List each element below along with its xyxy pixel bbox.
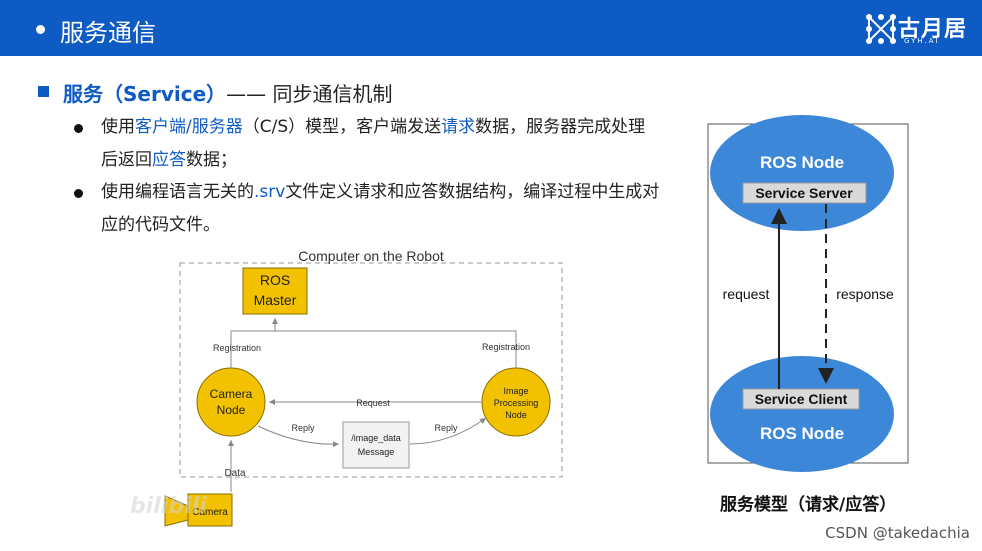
bullet-1-seg-6: 应答 <box>152 150 186 170</box>
section-title-prefix: 服务（Service） <box>63 82 227 106</box>
message-box <box>342 421 410 469</box>
reply-label-right: Reply <box>434 423 458 433</box>
ros-master-box <box>242 267 308 315</box>
response-label: response <box>836 286 894 302</box>
bottom-ros-node <box>710 356 894 472</box>
bullet-1-seg-1: 使用 <box>101 117 135 137</box>
request-label: request <box>723 286 770 302</box>
ros-master-label-2: Master <box>254 292 297 308</box>
section-title: 服务（Service）—— 同步通信机制 <box>63 78 393 107</box>
bullet-text-1: 使用客户端/服务器（C/S）模型，客户端发送请求数据，服务器完成处理后返回应答数… <box>101 111 661 177</box>
top-ros-node <box>710 115 894 231</box>
csdn-watermark: CSDN @takedachia <box>825 524 970 542</box>
bottom-node-label: ROS Node <box>760 424 844 443</box>
data-label: Data <box>224 468 246 479</box>
message-label-2: Message <box>358 447 395 457</box>
bullet-1-seg-3: （C/S）模型，客户端发送 <box>242 117 442 137</box>
header-bullet-icon <box>36 25 45 34</box>
processing-node-label-3: Node <box>505 410 527 420</box>
page-title: 服务通信 <box>60 19 156 47</box>
registration-label-left: Registration <box>213 343 261 353</box>
bullet-dot-icon <box>74 189 83 198</box>
bullet-2-seg-2: .srv <box>254 182 286 202</box>
camera-node-label-1: Camera <box>210 387 253 401</box>
section-square-icon <box>38 86 49 97</box>
ros-master-label-1: ROS <box>260 272 290 288</box>
reply-label-left: Reply <box>291 423 315 433</box>
logo-icon <box>866 14 896 44</box>
registration-label-right: Registration <box>482 342 530 352</box>
top-node-label: ROS Node <box>760 153 844 172</box>
request-label: Request <box>356 398 390 408</box>
bilibili-watermark: bilibili <box>130 494 207 519</box>
camera-box <box>187 493 233 527</box>
bullet-text-2: 使用编程语言无关的.srv文件定义请求和应答数据结构，编译过程中生成对应的代码文… <box>101 176 661 242</box>
section-title-suffix: —— 同步通信机制 <box>226 82 393 106</box>
bullet-1-seg-5: 数据，服务器完成处理后返回 <box>101 117 646 170</box>
camera-lens-icon <box>164 495 189 527</box>
service-model-caption: 服务模型（请求/应答） <box>720 495 897 515</box>
bullet-2-seg-3: 文件定义请求和应答数据结构，编译过程中生成对应的代码文件。 <box>101 182 660 235</box>
logo: 古月居 GYH.AI <box>864 10 968 48</box>
logo-text: 古月居 <box>898 17 968 42</box>
message-label-1: /image_data <box>351 433 401 443</box>
reply-arrow-right <box>409 417 487 445</box>
right-diagram: ROS Node Service Server Service Client R… <box>707 115 909 472</box>
reply-arrow-left <box>257 425 340 448</box>
camera-node <box>196 367 266 437</box>
processing-node-label-1: Image <box>503 386 528 396</box>
bullet-dot-icon <box>74 124 83 133</box>
bullet-1-seg-7: 数据； <box>186 150 237 170</box>
camera-node-label-2: Node <box>217 403 246 417</box>
service-client-box <box>742 388 860 410</box>
bullet-1-seg-4: 请求 <box>441 117 476 137</box>
left-diagram: Computer on the Robot ROS Master Camera … <box>164 248 563 527</box>
registration-arrow-left <box>230 318 278 368</box>
service-server-label: Service Server <box>755 185 853 201</box>
service-server-box <box>742 182 867 204</box>
processing-node-label-2: Processing <box>494 398 539 408</box>
robot-frame <box>179 262 563 478</box>
registration-arrow-right <box>275 330 517 368</box>
bullet-1-seg-2: 客户端/服务器 <box>135 117 243 137</box>
frame-label: Computer on the Robot <box>298 248 444 264</box>
logo-subtext: GYH.AI <box>904 37 940 45</box>
camera-label: Camera <box>192 507 228 518</box>
service-client-label: Service Client <box>755 391 848 407</box>
bullet-2-seg-1: 使用编程语言无关的 <box>101 182 254 202</box>
header-bar: 服务通信 古月居 GYH.AI <box>0 0 982 56</box>
